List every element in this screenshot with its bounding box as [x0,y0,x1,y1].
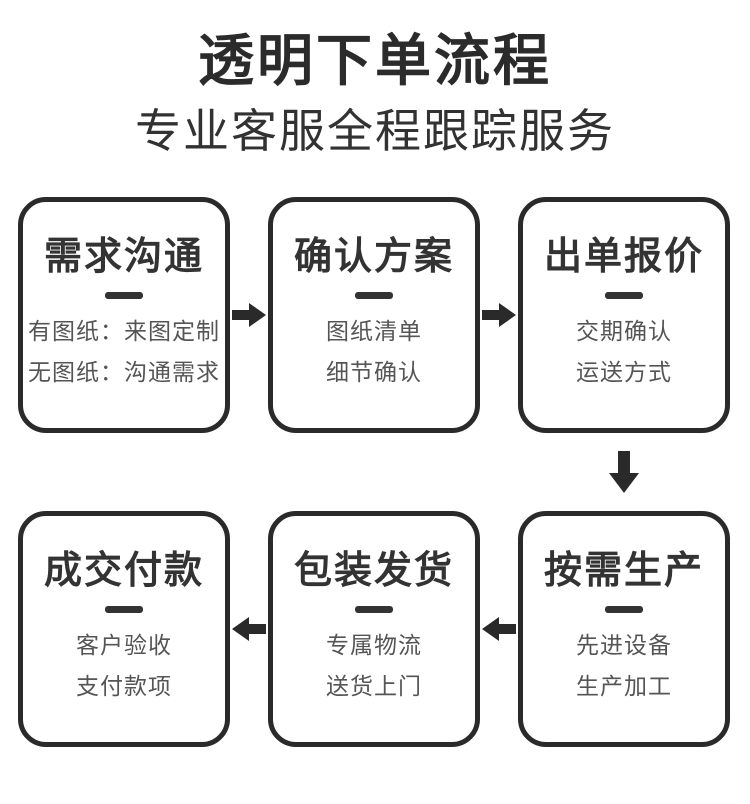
page-title: 透明下单流程 [198,29,552,92]
step-detail: 细节确认 [326,358,422,385]
step-title: 确认方案 [293,236,454,279]
divider-dash [105,606,143,614]
step-title: 成交付款 [43,550,204,593]
flow-row-top: 需求沟通 有图纸：来图定制 无图纸：沟通需求 确认方案 图纸清单 细节确认 [18,197,730,434]
arrow-down-icon [518,433,730,511]
header: 透明下单流程 专业客服全程跟踪服务 [0,0,750,159]
step-title: 需求沟通 [43,236,204,279]
divider-dash [105,292,143,300]
step-title: 出单报价 [543,236,704,279]
arrow-left-icon [480,616,518,642]
step-box-requirement: 需求沟通 有图纸：来图定制 无图纸：沟通需求 [18,197,230,434]
step-detail: 先进设备 [576,632,672,659]
step-detail: 无图纸：沟通需求 [28,358,220,385]
step-title: 按需生产 [543,550,704,593]
flow-row-connector [18,433,730,511]
step-detail: 送货上门 [326,672,422,699]
step-detail: 客户验收 [76,632,172,659]
flow-row-bottom: 成交付款 客户验收 支付款项 包装发货 专属物流 送货上门 [18,511,730,748]
arrow-right-icon [480,302,518,328]
divider-dash [605,292,643,300]
divider-dash [355,606,393,614]
arrow-left-icon [230,616,268,642]
step-box-shipping: 包装发货 专属物流 送货上门 [268,511,480,748]
step-detail: 生产加工 [576,672,672,699]
page-subtitle: 专业客服全程跟踪服务 [135,105,615,157]
step-detail: 运送方式 [576,358,672,385]
step-box-confirm-plan: 确认方案 图纸清单 细节确认 [268,197,480,434]
step-detail: 专属物流 [326,632,422,659]
step-box-payment: 成交付款 客户验收 支付款项 [18,511,230,748]
flow-diagram: 需求沟通 有图纸：来图定制 无图纸：沟通需求 确认方案 图纸清单 细节确认 [0,197,750,748]
step-detail: 支付款项 [76,672,172,699]
step-box-quote: 出单报价 交期确认 运送方式 [518,197,730,434]
step-detail: 图纸清单 [326,318,422,345]
step-detail: 有图纸：来图定制 [28,318,220,345]
step-detail: 交期确认 [576,318,672,345]
divider-dash [355,292,393,300]
step-box-production: 按需生产 先进设备 生产加工 [518,511,730,748]
divider-dash [605,606,643,614]
step-title: 包装发货 [293,550,454,593]
arrow-right-icon [230,302,268,328]
